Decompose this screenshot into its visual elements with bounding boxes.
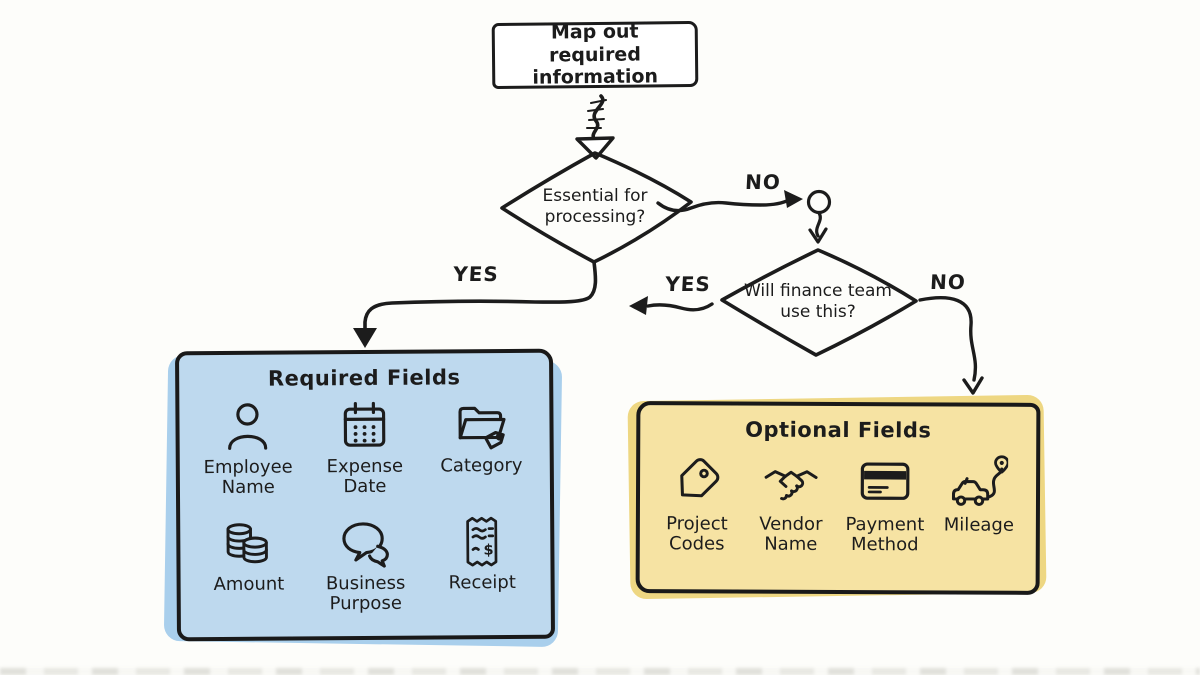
optional-fields-box: Optional Fields Project Codes <box>635 401 1041 595</box>
optional-fields-grid: Project Codes <box>640 441 1037 591</box>
edge-label-yes-1: YES <box>452 262 500 286</box>
field-vendor-name: Vendor Name <box>744 446 839 582</box>
person-icon <box>221 399 275 455</box>
field-label: Payment Method <box>845 514 925 556</box>
field-label: Mileage <box>943 514 1014 536</box>
required-fields-box: Required Fields Employee Name <box>174 348 556 642</box>
arrow-start-to-decision1 <box>575 94 615 160</box>
arrow-decision2-yes <box>629 296 714 315</box>
calendar-icon <box>337 398 391 454</box>
start-box-label: Map out required information <box>532 20 659 89</box>
field-mileage: Mileage <box>932 446 1027 582</box>
car-route-icon <box>950 450 1009 512</box>
arrow-decision2-no <box>918 296 984 395</box>
tag-icon <box>671 449 723 511</box>
field-label: Receipt <box>448 571 516 594</box>
field-label: Vendor Name <box>759 513 823 556</box>
decision2-label: Will finance team use this? <box>744 281 892 323</box>
field-label: Category <box>440 454 523 477</box>
field-label: Employee Name <box>203 456 293 499</box>
field-expense-date: Expense Date <box>306 394 423 512</box>
decision2-diamond <box>720 248 918 357</box>
credit-card-icon <box>857 450 913 512</box>
field-employee-name: Employee Name <box>189 394 306 512</box>
decision1-label: Essential for processing? <box>542 186 648 228</box>
coins-icon <box>221 516 275 572</box>
arrow-decision1-no <box>656 190 803 213</box>
field-label: Business Purpose <box>325 572 406 615</box>
receipt-icon: $ <box>457 514 507 570</box>
connector-circle <box>806 189 832 215</box>
arrow-circle-to-decision2 <box>808 211 828 244</box>
field-label: Expense Date <box>326 455 404 498</box>
field-payment-method: Payment Method <box>838 446 933 582</box>
svg-text:$: $ <box>483 542 493 559</box>
required-fields-grid: Employee Name <box>179 389 551 638</box>
arrow-decision1-yes <box>353 260 598 348</box>
field-label: Project Codes <box>666 513 728 555</box>
field-category: Category <box>423 393 540 511</box>
handshake-icon <box>763 450 819 512</box>
speech-bubbles-icon <box>337 515 393 571</box>
field-project-codes: Project Codes <box>650 445 745 581</box>
field-business-purpose: Business Purpose <box>307 511 424 629</box>
required-fields-title: Required Fields <box>267 365 461 391</box>
edge-label-no-1: NO <box>744 170 782 194</box>
optional-fields-title: Optional Fields <box>745 417 932 443</box>
edge-label-no-2: NO <box>929 270 967 294</box>
edge-label-yes-2: YES <box>664 272 712 296</box>
bottom-artifact-strip <box>0 668 1200 675</box>
field-amount: Amount <box>190 511 307 629</box>
folder-tag-icon <box>453 397 509 453</box>
start-box: Map out required information <box>491 20 699 90</box>
field-label: Amount <box>213 573 285 596</box>
field-receipt: $ Receipt <box>423 510 540 628</box>
